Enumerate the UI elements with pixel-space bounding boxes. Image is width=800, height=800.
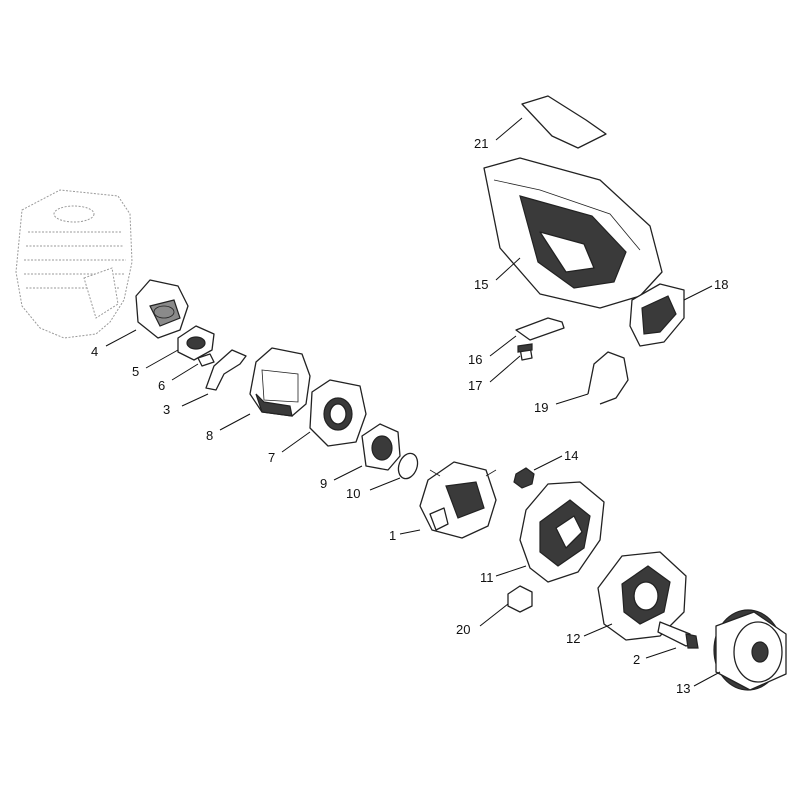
callout-18: 18 (714, 277, 728, 292)
part-11-air-box (519, 481, 605, 583)
part-15-shroud (483, 157, 663, 309)
callout-7: 7 (268, 450, 275, 465)
callout-10: 10 (346, 486, 360, 501)
callout-12: 12 (566, 631, 580, 646)
callout-2: 2 (633, 652, 640, 667)
callout-3: 3 (163, 402, 170, 417)
part-12-filter-base (597, 551, 687, 641)
callout-9: 9 (320, 476, 327, 491)
callout-5: 5 (132, 364, 139, 379)
part-5-intake-boot (177, 325, 215, 361)
callout-6: 6 (158, 378, 165, 393)
callout-8: 8 (206, 428, 213, 443)
part-10-o-ring (397, 452, 419, 480)
callout-13: 13 (676, 681, 690, 696)
callout-16: 16 (468, 352, 482, 367)
callout-21: 21 (474, 136, 488, 151)
part-9-flange (361, 423, 401, 471)
leader-lines (105, 117, 721, 687)
part-17-screw (517, 343, 533, 361)
callout-11: 11 (480, 570, 494, 585)
callout-1: 1 (389, 528, 396, 543)
callout-labels: 1 2 3 4 5 6 7 8 9 10 11 12 13 14 15 16 1… (91, 136, 728, 696)
part-2-screw (657, 621, 699, 649)
callout-20: 20 (456, 622, 470, 637)
part-20-sleeve (507, 585, 533, 613)
part-16-bracket (515, 317, 565, 341)
callout-4: 4 (91, 344, 98, 359)
part-21-label (521, 95, 607, 149)
part-18-outlet-duct (629, 283, 685, 347)
callout-15: 15 (474, 277, 488, 292)
part-4-intake-flange (135, 279, 189, 339)
callout-17: 17 (468, 378, 482, 393)
part-19-wire-clip (587, 351, 629, 405)
callout-19: 19 (534, 400, 548, 415)
part-7-spacer-plate (309, 379, 367, 447)
part-1-carburetor (419, 461, 497, 539)
callout-14: 14 (564, 448, 578, 463)
part-13-air-filter (713, 609, 787, 691)
part-14-nut (513, 467, 535, 489)
part-6-screw (197, 353, 215, 367)
engine-cylinder-reference (15, 189, 133, 339)
part-8-carb-housing (249, 347, 311, 417)
part-3-impulse-hose (205, 349, 247, 391)
